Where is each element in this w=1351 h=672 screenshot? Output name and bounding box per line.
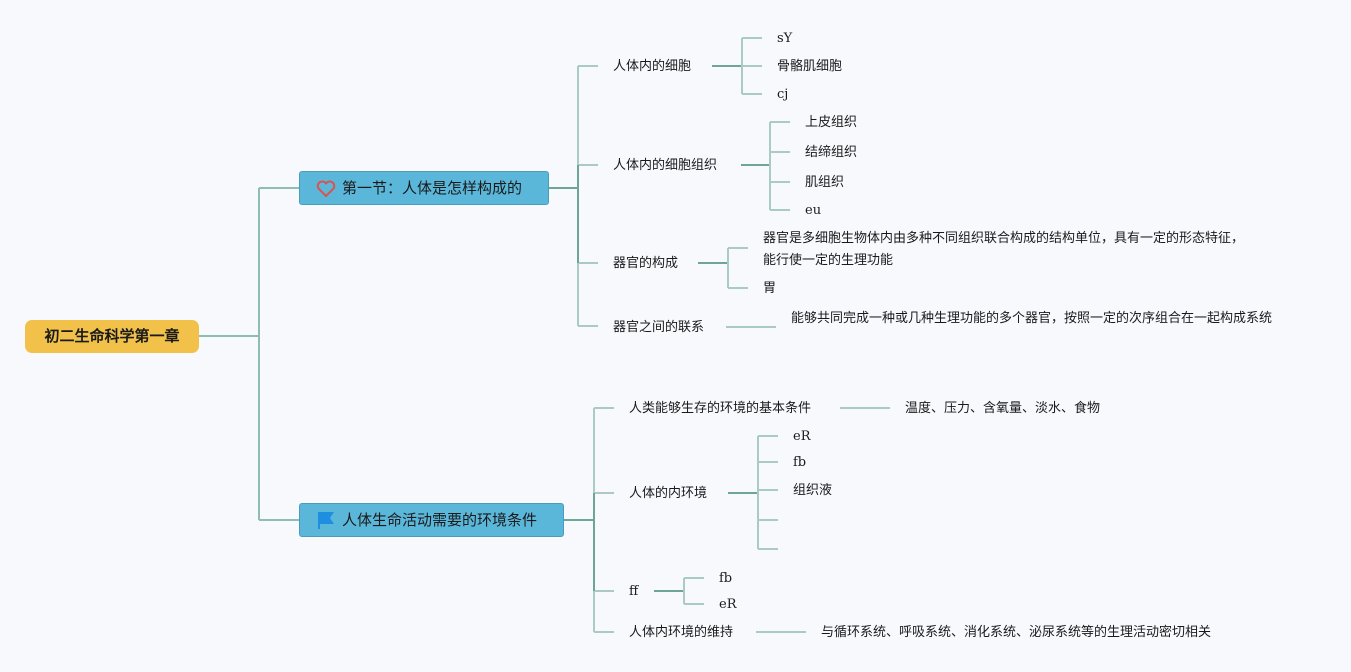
connector-internal [728, 462, 759, 520]
main-topic-label: 人体生命活动需要的环境条件 [342, 511, 538, 529]
subtopic-cells[interactable]: 人体内的细胞 [613, 59, 692, 74]
connector-organ-leaves [727, 247, 748, 289]
connector-root [199, 187, 299, 521]
leaf-topic-empty[interactable] [793, 511, 833, 531]
leaf-topic-system-definition[interactable]: 能够共同完成一种或几种生理功能的多个器官，按照一定的次序组合在一起构成系统 [791, 311, 1273, 326]
connector-main2-branches [593, 407, 614, 633]
leaf-topic[interactable]: 上皮组织 [805, 115, 858, 130]
subtopic-basic-conditions[interactable]: 人类能够生存的环境的基本条件 [629, 401, 812, 416]
leaf-topic-empty[interactable] [793, 540, 833, 560]
leaf-topic[interactable]: cj [777, 87, 789, 102]
main-topic-label: 第一节：人体是怎样构成的 [342, 179, 523, 197]
root-topic[interactable]: 初二生命科学第一章 [25, 320, 199, 353]
subtopic-ff[interactable]: ff [629, 584, 639, 599]
main-topic-environment[interactable]: 人体生命活动需要的环境条件 [299, 503, 564, 537]
subtopic-organ-composition[interactable]: 器官的构成 [613, 256, 679, 271]
leaf-topic[interactable]: 温度、压力、含氧量、淡水、食物 [905, 401, 1101, 416]
subtopic-tissue[interactable]: 人体内的细胞组织 [613, 158, 718, 173]
connector-ff-leaves [683, 577, 704, 605]
leaf-topic[interactable]: eu [805, 203, 822, 218]
connector-tissue-leaves [769, 121, 790, 211]
connector-cells-leaves [741, 37, 762, 95]
connector-main1-branches [577, 65, 598, 327]
subtopic-organ-relation[interactable]: 器官之间的联系 [613, 320, 705, 335]
subtopic-internal-environment[interactable]: 人体的内环境 [629, 486, 708, 501]
leaf-topic[interactable]: 骨骼肌细胞 [777, 59, 843, 74]
leaf-topic[interactable]: eR [793, 429, 811, 444]
leaf-topic[interactable]: sY [777, 31, 793, 46]
flag-icon [316, 509, 338, 529]
leaf-topic[interactable]: 肌组织 [805, 175, 845, 190]
leaf-topic[interactable]: fb [719, 571, 733, 586]
subtopic-maintenance[interactable]: 人体内环境的维持 [629, 625, 734, 640]
leaf-topic[interactable]: eR [719, 597, 737, 612]
main-topic-body-structure[interactable]: 第一节：人体是怎样构成的 [299, 171, 549, 205]
connector-tissue [741, 150, 771, 180]
connector-internal-leaves [757, 435, 778, 550]
leaf-topic[interactable]: 与循环系统、呼吸系统、消化系统、泌尿系统等的生理活动密切相关 [821, 625, 1212, 640]
heart-icon [316, 177, 338, 197]
leaf-topic[interactable]: 组织液 [793, 483, 833, 498]
leaf-topic[interactable]: 结缔组织 [805, 145, 858, 160]
leaf-topic[interactable]: fb [793, 455, 807, 470]
leaf-topic-organ-definition[interactable]: 器官是多细胞生物体内由多种不同组织联合构成的结构单位，具有一定的形态特征，能行使… [763, 231, 1245, 268]
leaf-topic[interactable]: 胃 [763, 281, 777, 296]
